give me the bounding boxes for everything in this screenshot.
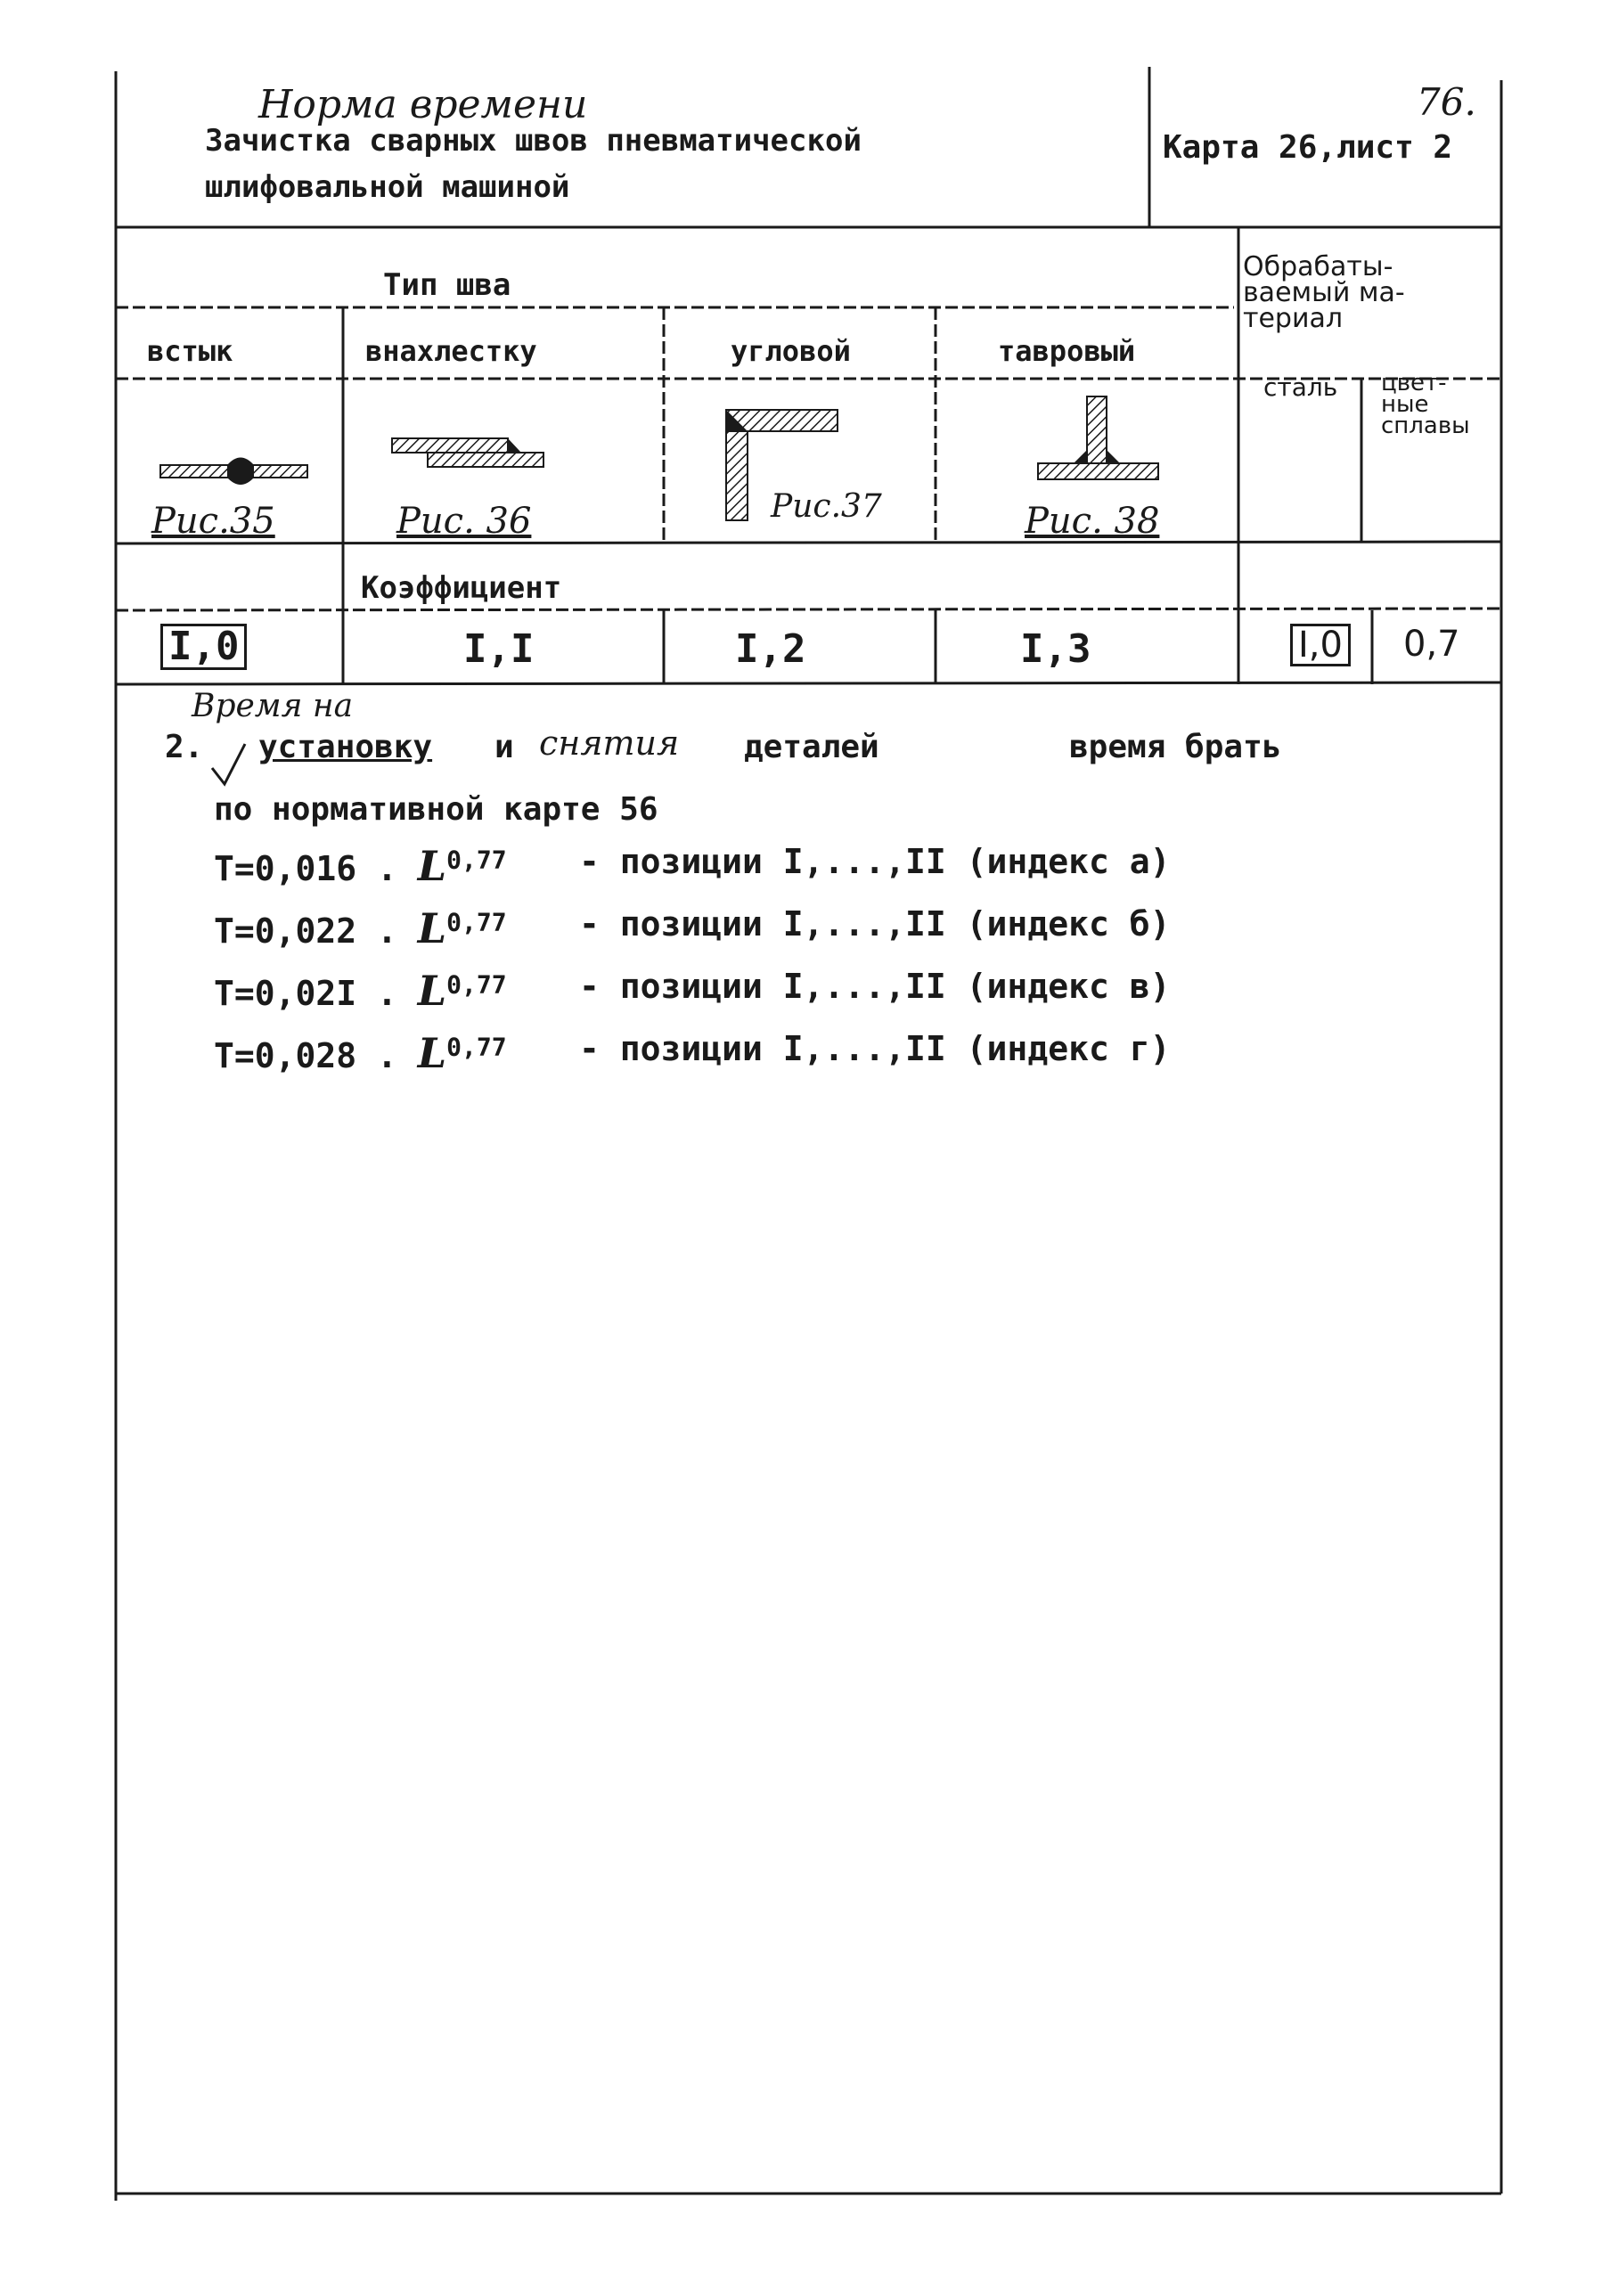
check-mark-icon <box>210 743 247 787</box>
formula-var: L <box>417 904 447 952</box>
card-reference: Карта 26,лист 2 <box>1163 129 1453 166</box>
formula-var: L <box>417 1029 447 1077</box>
formula-coef: T=0,016 . <box>214 849 397 888</box>
formula-desc: - позиции I,...,II (индекс г) <box>579 1029 1171 1068</box>
seam-type-header: Тип шва <box>383 267 511 303</box>
handwritten-title: Норма времени <box>258 82 588 127</box>
material-steel-header: сталь <box>1263 372 1338 402</box>
column-header-butt: встык <box>147 334 233 368</box>
lap-joint-drawing <box>391 437 544 468</box>
t-joint-drawing <box>1037 396 1159 480</box>
butt-joint-drawing <box>159 457 308 485</box>
formula-desc: - позиции I,...,II (индекс а) <box>579 842 1171 881</box>
coefficient-corner: I,2 <box>735 626 806 672</box>
coefficient-alloys: 0,7 <box>1403 624 1460 665</box>
formula-var: L <box>417 842 447 890</box>
line1-handwritten-removal: снятия <box>539 723 680 763</box>
line1-parts: деталей <box>744 729 879 765</box>
line1-time-take: время брать <box>1069 729 1282 765</box>
handwritten-insert: Время на <box>192 688 354 724</box>
coefficient-butt: I,0 <box>160 624 248 671</box>
formula-desc: - позиции I,...,II (индекс б) <box>579 904 1171 944</box>
formula-desc: - позиции I,...,II (индекс в) <box>579 967 1171 1006</box>
formula-coef: T=0,02I . <box>214 974 397 1013</box>
line1-installation: установку <box>258 729 433 765</box>
figure-caption-37: Рис.37 <box>771 488 882 525</box>
formula-row: T=0,022 . L0,77 - позиции I,...,II (инде… <box>214 904 1170 952</box>
formula-exp: 0,77 <box>446 1032 507 1062</box>
coefficient-label: Коэффициент <box>361 570 562 606</box>
formula-row: T=0,016 . L0,77 - позиции I,...,II (инде… <box>214 842 1170 890</box>
formula-exp: 0,77 <box>446 845 507 875</box>
formula-row: T=0,02I . L0,77 - позиции I,...,II (инде… <box>214 967 1170 1015</box>
material-alloys-header: цвет- ные сплавы <box>1381 370 1470 439</box>
coefficient-tee: I,3 <box>1020 626 1091 672</box>
formula-row: T=0,028 . L0,77 - позиции I,...,II (инде… <box>214 1029 1170 1077</box>
formula-var: L <box>417 967 447 1015</box>
formula-exp: 0,77 <box>446 907 507 937</box>
column-header-lap: внахлестку <box>365 334 537 368</box>
item-number: 2. <box>165 729 204 765</box>
corner-joint-drawing <box>725 409 838 521</box>
line1-and: и <box>494 729 514 765</box>
coefficient-lap: I,I <box>463 626 535 672</box>
column-header-tee: тавровый <box>998 334 1136 368</box>
page-number: 76. <box>1417 80 1476 124</box>
figure-caption-38: Рис. 38 <box>1025 501 1160 542</box>
formula-coef: T=0,028 . <box>214 1036 397 1075</box>
formula-exp: 0,77 <box>446 969 507 1000</box>
document-title-line2: шлифовальной машиной <box>205 169 570 205</box>
coefficient-steel: I,0 <box>1290 624 1351 666</box>
line2-normative-card: по нормативной карте 56 <box>214 791 658 828</box>
document-title: Зачистка сварных швов пневматической <box>205 123 862 159</box>
column-header-corner: угловой <box>731 334 851 368</box>
figure-caption-35: Рис.35 <box>151 501 275 542</box>
formula-coef: T=0,022 . <box>214 911 397 951</box>
material-header: Обрабаты- ваемый ма- териал <box>1243 251 1405 334</box>
figure-caption-36: Рис. 36 <box>396 501 532 542</box>
